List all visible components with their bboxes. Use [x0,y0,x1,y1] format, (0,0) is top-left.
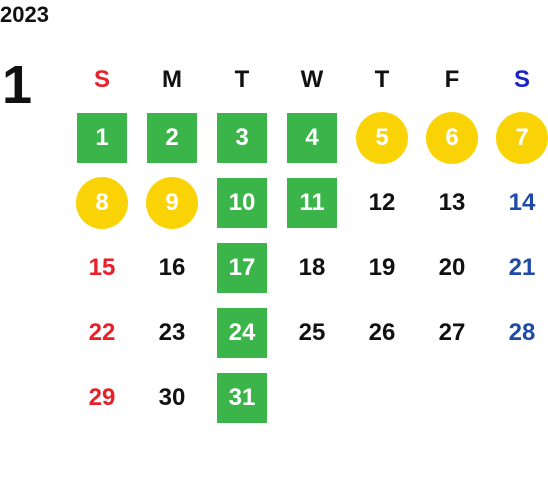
day-number: 30 [158,383,186,411]
yellow-circle-marker: 9 [146,176,198,229]
day-cell[interactable]: 14 [487,170,548,235]
day-number: 3 [235,123,249,151]
day-cell [347,365,417,430]
day-number: 24 [228,318,256,346]
weekday-header-mon: M [162,66,182,93]
day-cell[interactable]: 22 [67,300,137,365]
day-cell[interactable]: 6 [417,105,487,170]
day-number: 25 [298,318,326,346]
green-box-marker: 1 [77,112,127,163]
week-row: 8 9 10 11 12 13 14 [67,170,548,235]
day-number: 10 [228,188,256,216]
day-number: 15 [88,253,116,281]
day-number: 14 [508,188,536,216]
day-number: 12 [368,188,396,216]
weekday-header-tue: T [234,66,250,93]
day-cell[interactable]: 18 [277,235,347,300]
day-cell[interactable]: 15 [67,235,137,300]
weekday-header-sun: S [93,66,110,93]
day-cell[interactable]: 13 [417,170,487,235]
weekday-header-thu: T [374,66,390,93]
day-number: 9 [165,188,179,216]
day-number: 2 [165,123,179,151]
week-row: 15 16 17 18 19 20 21 [67,235,548,300]
day-cell[interactable]: 1 [67,105,137,170]
day-cell[interactable]: 11 [277,170,347,235]
day-number: 17 [228,253,256,281]
day-cell[interactable]: 25 [277,300,347,365]
day-number: 19 [368,253,396,281]
day-number: 13 [438,188,466,216]
day-cell[interactable]: 17 [207,235,277,300]
green-box-marker: 31 [217,372,267,423]
week-row: 1 2 3 4 5 6 7 [67,105,548,170]
day-number: 4 [305,123,319,151]
day-number: 22 [88,318,116,346]
day-cell[interactable]: 19 [347,235,417,300]
day-number: 11 [299,188,325,216]
day-cell[interactable]: 20 [417,235,487,300]
day-cell[interactable]: 10 [207,170,277,235]
day-number: 29 [88,383,116,411]
green-box-marker: 10 [217,177,267,228]
day-cell[interactable]: 31 [207,365,277,430]
green-box-marker: 2 [147,112,197,163]
weekday-header-wed: W [300,66,324,93]
day-number: 5 [375,123,389,151]
day-cell[interactable]: 16 [137,235,207,300]
green-box-marker: 11 [287,177,337,228]
day-number: 8 [95,188,109,216]
day-cell[interactable]: 9 [137,170,207,235]
year-label: 2023 [0,2,49,27]
day-cell[interactable]: 3 [207,105,277,170]
day-number: 21 [508,253,536,281]
day-number: 23 [158,318,186,346]
day-cell[interactable]: 30 [137,365,207,430]
yellow-circle-marker: 5 [356,111,408,164]
month-number: 1 [2,55,33,115]
day-number: 16 [158,253,186,281]
day-cell[interactable]: 7 [487,105,548,170]
day-number: 18 [298,253,326,281]
day-number: 6 [445,123,459,151]
weekday-header-row: S M T W T F S [67,55,548,105]
day-number: 7 [515,123,529,151]
day-cell[interactable]: 2 [137,105,207,170]
day-cell[interactable]: 8 [67,170,137,235]
green-box-marker: 3 [217,112,267,163]
day-cell [417,365,487,430]
day-cell[interactable]: 26 [347,300,417,365]
day-cell[interactable]: 28 [487,300,548,365]
day-cell[interactable]: 29 [67,365,137,430]
day-cell[interactable]: 27 [417,300,487,365]
day-number: 1 [95,123,109,151]
yellow-circle-marker: 8 [76,176,128,229]
yellow-circle-marker: 7 [496,111,548,164]
day-cell[interactable]: 21 [487,235,548,300]
day-cell [277,365,347,430]
week-row: 29 30 31 [67,365,548,430]
day-cell[interactable]: 23 [137,300,207,365]
day-cell [487,365,548,430]
day-cell[interactable]: 5 [347,105,417,170]
day-number: 28 [508,318,536,346]
weekday-header-fri: F [444,66,460,93]
green-box-marker: 4 [287,112,337,163]
day-number: 20 [438,253,466,281]
day-number: 27 [438,318,466,346]
weekday-header-sat: S [513,66,530,93]
yellow-circle-marker: 6 [426,111,478,164]
green-box-marker: 17 [217,242,267,293]
day-cell[interactable]: 4 [277,105,347,170]
day-cell[interactable]: 12 [347,170,417,235]
week-row: 22 23 24 25 26 27 28 [67,300,548,365]
day-cell[interactable]: 24 [207,300,277,365]
day-number: 26 [368,318,396,346]
day-number: 31 [228,383,256,411]
green-box-marker: 24 [217,307,267,358]
